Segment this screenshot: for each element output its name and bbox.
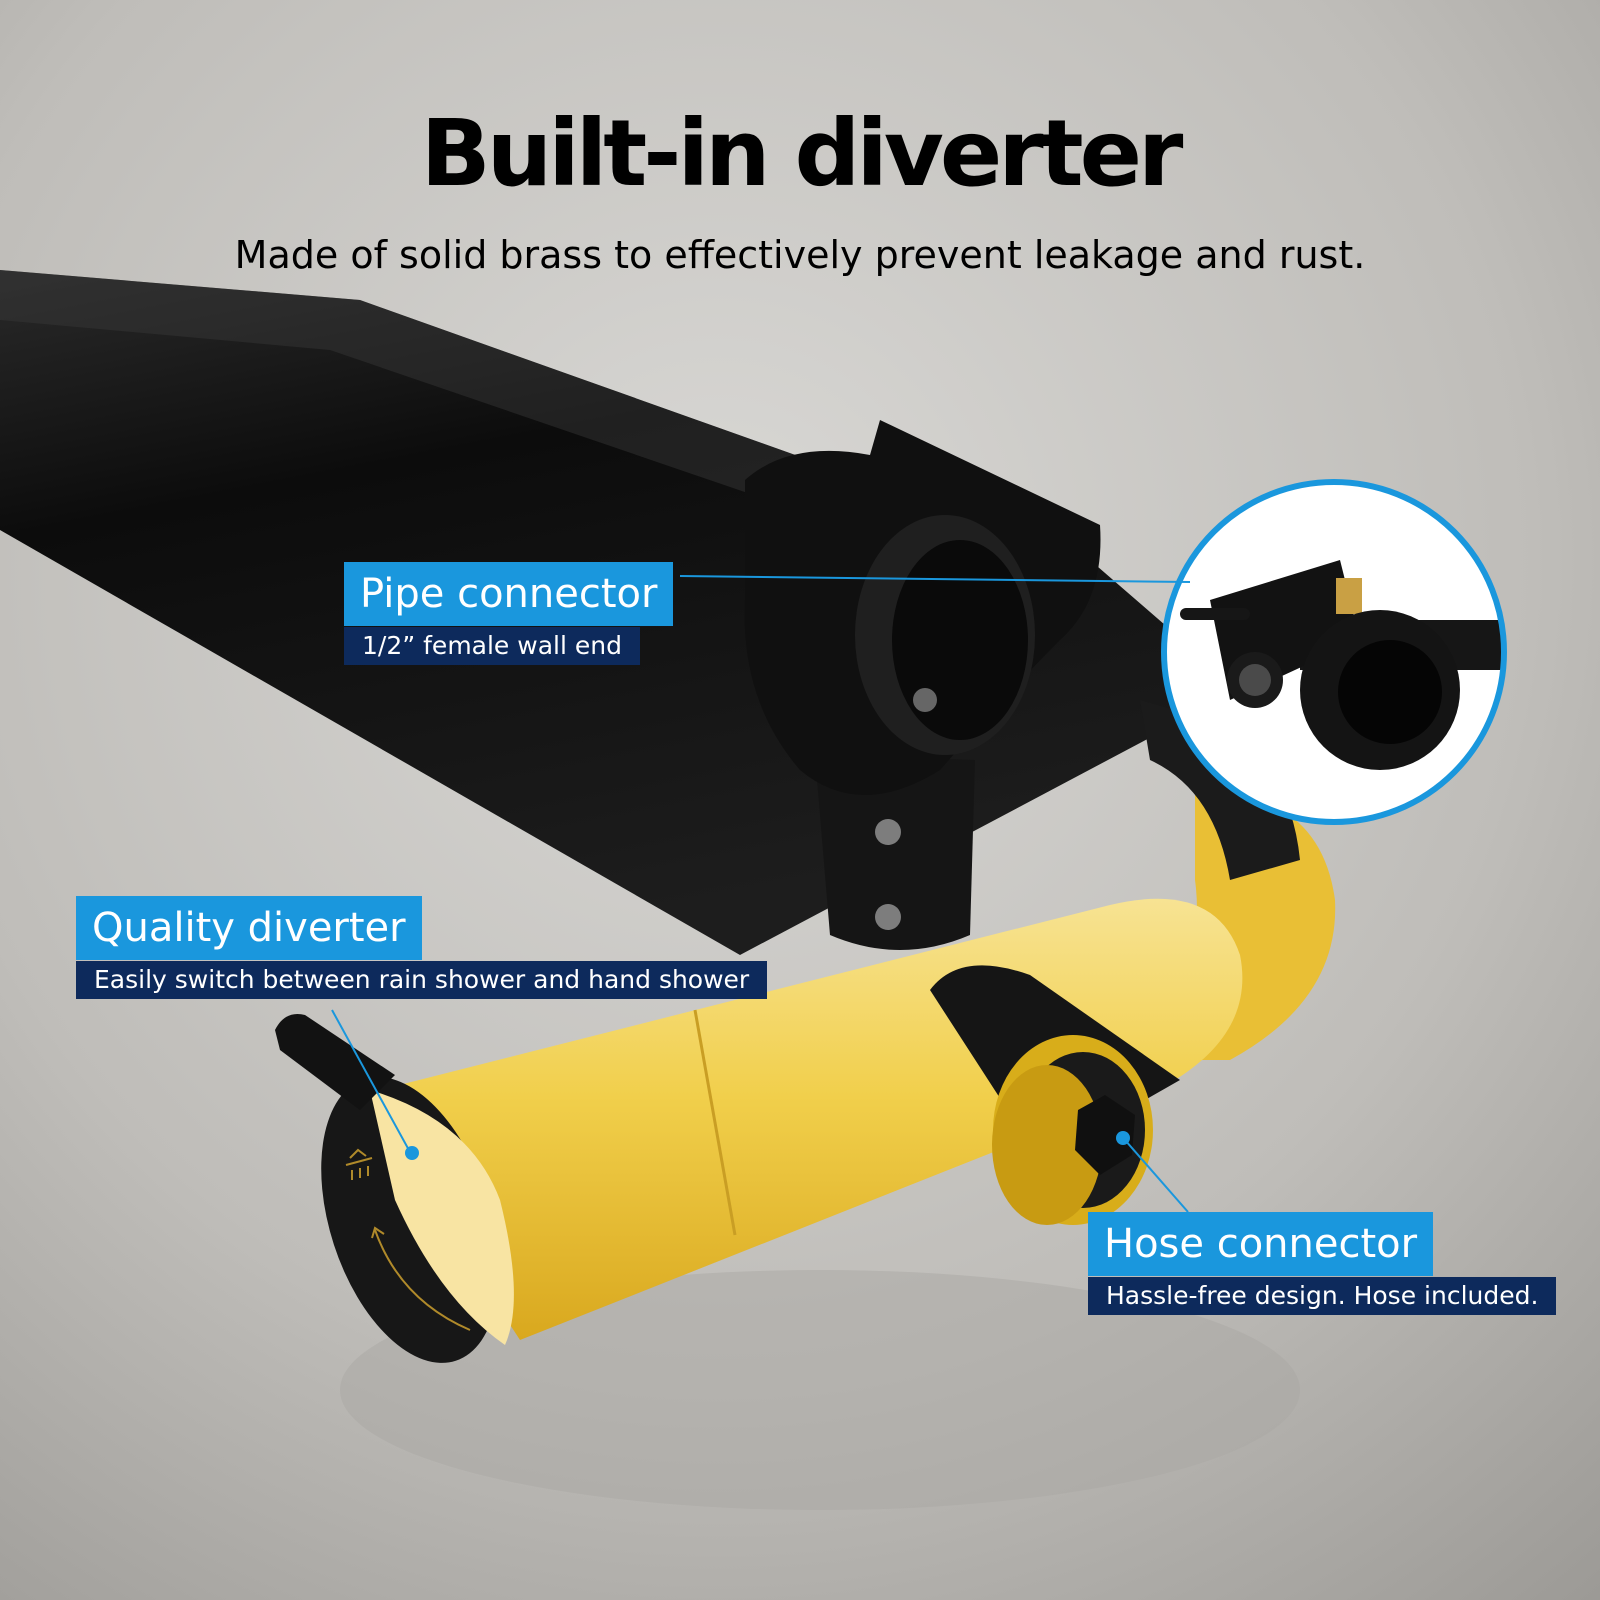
diverter-leader-dot xyxy=(405,1146,419,1160)
rotation-arrow-icon xyxy=(371,1226,471,1331)
hose-connector-leader xyxy=(1124,1139,1189,1213)
inset-detail-image xyxy=(1161,479,1507,825)
quality-diverter-subtitle: Easily switch between rain shower and ha… xyxy=(76,961,768,999)
shower-head-icon xyxy=(345,1148,373,1180)
pipe-connector-subtitle: 1/2” female wall end xyxy=(344,627,640,665)
quality-diverter-title: Quality diverter xyxy=(76,896,422,960)
subheadline: Made of solid brass to effectively preve… xyxy=(234,233,1366,277)
pipe-connector-leader xyxy=(679,575,1191,583)
hose-connector-title: Hose connector xyxy=(1088,1212,1434,1276)
pipe-connector-title: Pipe connector xyxy=(344,562,674,626)
diverter-leader xyxy=(331,1009,411,1153)
shower-holder xyxy=(744,420,1101,950)
hose-connector-subtitle: Hassle-free design. Hose included. xyxy=(1088,1277,1557,1315)
headline: Built-in diverter xyxy=(420,100,1184,207)
hose-leader-dot xyxy=(1116,1131,1130,1145)
diverter-body xyxy=(275,898,1243,1363)
